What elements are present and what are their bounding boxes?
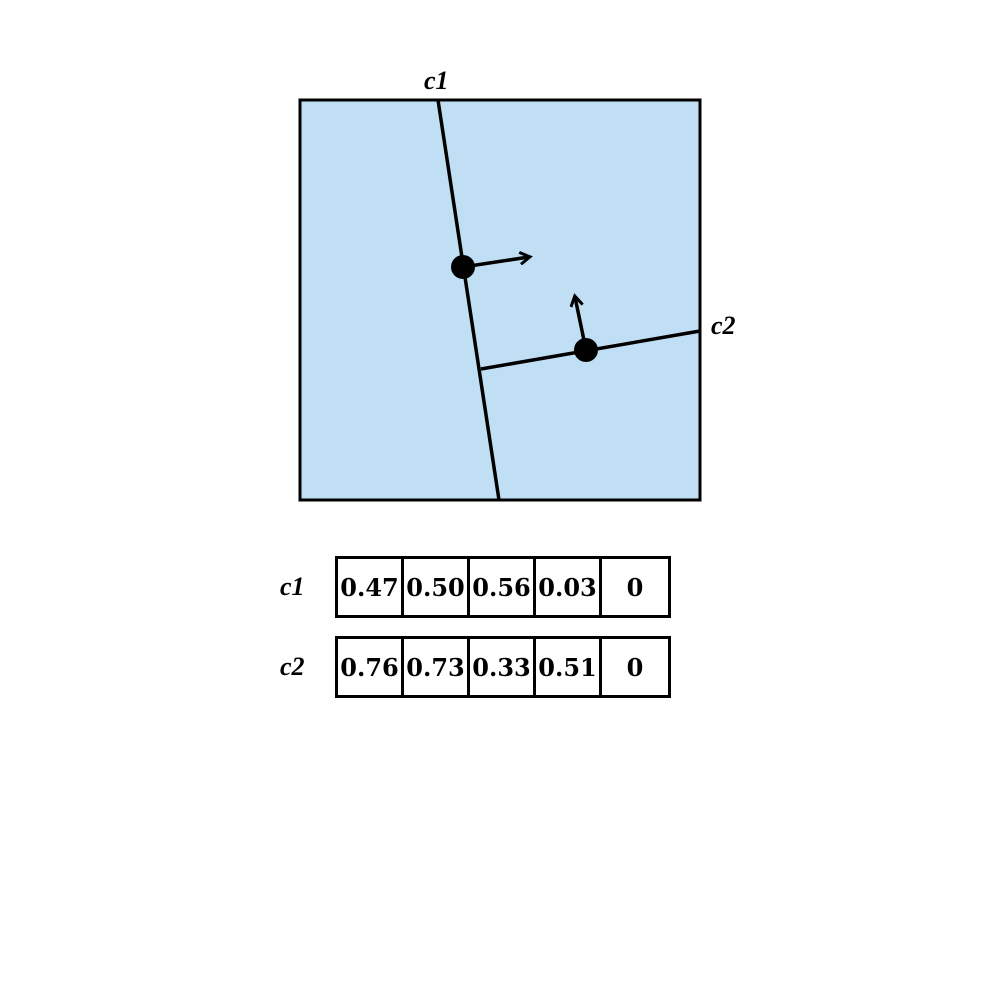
value-cell: 0 [626,652,644,682]
table-row: c2 0.76 0.73 0.33 0.51 0 [280,634,671,700]
value-cell: 0.03 [536,559,602,615]
value-cells: 0.76 0.73 0.33 0.51 0 [335,636,671,698]
value-cells: 0.47 0.50 0.56 0.03 0 [335,556,671,618]
value-cell: 0.56 [470,559,536,615]
value-cell: 0.50 [404,559,470,615]
value-cell: 0.76 [338,639,404,695]
cut-label-c1: c1 [424,66,449,95]
value-cell: 0.47 [338,559,404,615]
cut-label-c2: c2 [711,311,736,340]
value-cell: 0.51 [536,639,602,695]
cut-line-c1 [436,99,501,501]
value-cell: 0 [626,572,644,602]
value-cell: 0.73 [404,639,470,695]
row-label: c1 [280,572,305,601]
table-row: c1 0.47 0.50 0.56 0.03 0 [280,554,671,620]
region-square [298,98,702,502]
value-cell: 0.33 [470,639,536,695]
anchor-point-c1 [451,255,475,279]
row-label: c2 [280,652,305,681]
anchor-point-c2 [574,338,598,362]
